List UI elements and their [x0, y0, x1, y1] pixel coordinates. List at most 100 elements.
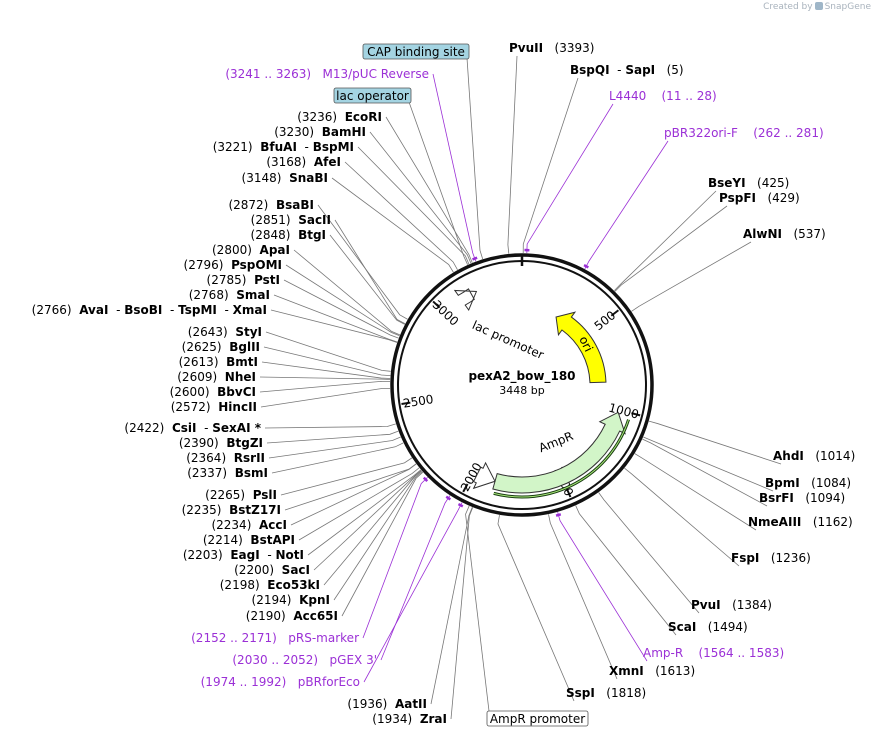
- site-bstapi: (2214) BstAPI: [203, 533, 295, 547]
- site-hincii: (2572) HincII: [171, 400, 257, 414]
- site-rsrii: (2364) RsrII: [186, 451, 265, 465]
- site-position: (2643): [188, 325, 228, 339]
- primer-mark: [457, 502, 464, 508]
- cap-binding-site-label: CAP binding site: [367, 45, 465, 59]
- ampr-highlight-arc-inner: [493, 419, 630, 498]
- site-position: (2768): [189, 288, 229, 302]
- undefined: [252, 243, 260, 257]
- undefined: [243, 533, 251, 547]
- primer-mark: [445, 495, 452, 501]
- site-bseyi: BseYI (425): [708, 176, 789, 190]
- enzyme-name: ScaI: [668, 620, 696, 634]
- connector-ecori: [385, 116, 473, 263]
- ampr-promoter-label: AmpR promoter: [490, 712, 585, 726]
- enzyme-name: BtgI: [298, 228, 326, 242]
- connector-pvuii: [507, 55, 518, 254]
- undefined: [655, 63, 666, 77]
- site-position: (2265): [205, 488, 245, 502]
- site-styi: (2643) StyI: [188, 325, 262, 339]
- primer-range: (1974 .. 1992): [201, 675, 287, 689]
- site-position: (429): [767, 191, 799, 205]
- enzyme-name: HincII: [218, 400, 257, 414]
- undefined: [245, 488, 253, 502]
- connector-snabi: [331, 177, 454, 273]
- primer-range: (1564 .. 1583): [698, 646, 784, 660]
- undefined: [291, 213, 299, 227]
- enzyme-name: BsaBI: [276, 198, 314, 212]
- site-position: (1094): [805, 491, 845, 505]
- connector-csii: [264, 423, 396, 429]
- site-bfuai: (3221) BfuAI - BspMI: [213, 140, 354, 154]
- separator: -: [610, 63, 626, 77]
- undefined: [311, 67, 322, 81]
- site-kpni: (2194) KpnI: [252, 593, 330, 607]
- site-labels: PvuII (3393)BspQI - SapI (5)BseYI (425)P…: [32, 41, 855, 727]
- enzyme-name: SapI: [625, 63, 655, 77]
- site-position: (2600): [170, 385, 210, 399]
- connector-fspi: [624, 467, 740, 567]
- primer-m13-puc-reverse: (3241 .. 3263) M13/pUC Reverse: [225, 67, 429, 81]
- enzyme-name: AhdI: [773, 449, 804, 463]
- site-position: (2785): [207, 273, 247, 287]
- primer-range: (262 .. 281): [753, 126, 823, 140]
- enzyme-name: RsrII: [234, 451, 265, 465]
- connector-bfuai: [357, 146, 470, 265]
- undefined: [290, 228, 298, 242]
- connector-kpni: [333, 471, 423, 601]
- site-ecori: (3236) EcoRI: [297, 110, 382, 124]
- connector-bspqi: [522, 77, 579, 254]
- enzyme-name: EagI: [230, 548, 259, 562]
- scale-tick: [432, 300, 441, 309]
- undefined: [314, 125, 322, 139]
- enzyme-name: BspQI: [570, 63, 610, 77]
- undefined: [756, 191, 767, 205]
- connector-saci: [313, 470, 422, 571]
- site-position: (2800): [212, 243, 252, 257]
- undefined: [222, 340, 230, 354]
- connector-btgi: [329, 234, 405, 325]
- undefined: [412, 712, 420, 726]
- site-position: (2198): [220, 578, 260, 592]
- site-position: (1014): [815, 449, 855, 463]
- undefined: [804, 449, 815, 463]
- separator: -: [260, 548, 276, 562]
- scale-tick: [565, 488, 572, 498]
- undefined: [277, 631, 288, 645]
- site-bstz17i: (2235) BstZ17I: [182, 503, 281, 517]
- site-psti: (2785) PstI: [207, 273, 280, 287]
- site-eco53ki: (2198) Eco53kI: [220, 578, 320, 592]
- undefined: [210, 385, 218, 399]
- connector-eco53ki: [323, 470, 422, 586]
- primer-range: (11 .. 28): [662, 89, 717, 103]
- site-pspomi: (2796) PspOMI: [184, 258, 282, 272]
- scale-tick: [610, 309, 620, 317]
- site-position: (2625): [182, 340, 222, 354]
- primer-connector-pbrforeco: [363, 502, 463, 683]
- scale-tick-label: 3000: [430, 298, 462, 329]
- site-position: (2203): [183, 548, 223, 562]
- primer-mark: [583, 263, 589, 269]
- feature-ori-label: ori: [576, 334, 595, 354]
- scale-tick: [401, 401, 411, 406]
- feature-ori-arrow: [555, 311, 607, 384]
- lac-operator-box: [333, 87, 412, 104]
- site-position: (2337): [187, 466, 227, 480]
- enzyme-name: PvuII: [509, 41, 543, 55]
- site-psli: (2265) PslI: [205, 488, 277, 502]
- primer-range: (3241 .. 3263): [225, 67, 311, 81]
- enzyme-name: SacI: [282, 563, 310, 577]
- site-btgzi: (2390) BtgZI: [179, 436, 263, 450]
- undefined: [721, 598, 732, 612]
- enzyme-name: PvuI: [691, 598, 721, 612]
- separator: -: [297, 140, 313, 154]
- scale-tick: [462, 483, 469, 493]
- undefined: [219, 355, 227, 369]
- site-position: (3168): [266, 155, 306, 169]
- undefined: [782, 227, 793, 241]
- undefined: [281, 171, 289, 185]
- connector-pspomi: [285, 264, 400, 337]
- connector-ahdi: [648, 420, 782, 465]
- connector-bseyi: [614, 190, 717, 291]
- enzyme-name: AccI: [259, 518, 287, 532]
- enzyme-name: StyI: [235, 325, 262, 339]
